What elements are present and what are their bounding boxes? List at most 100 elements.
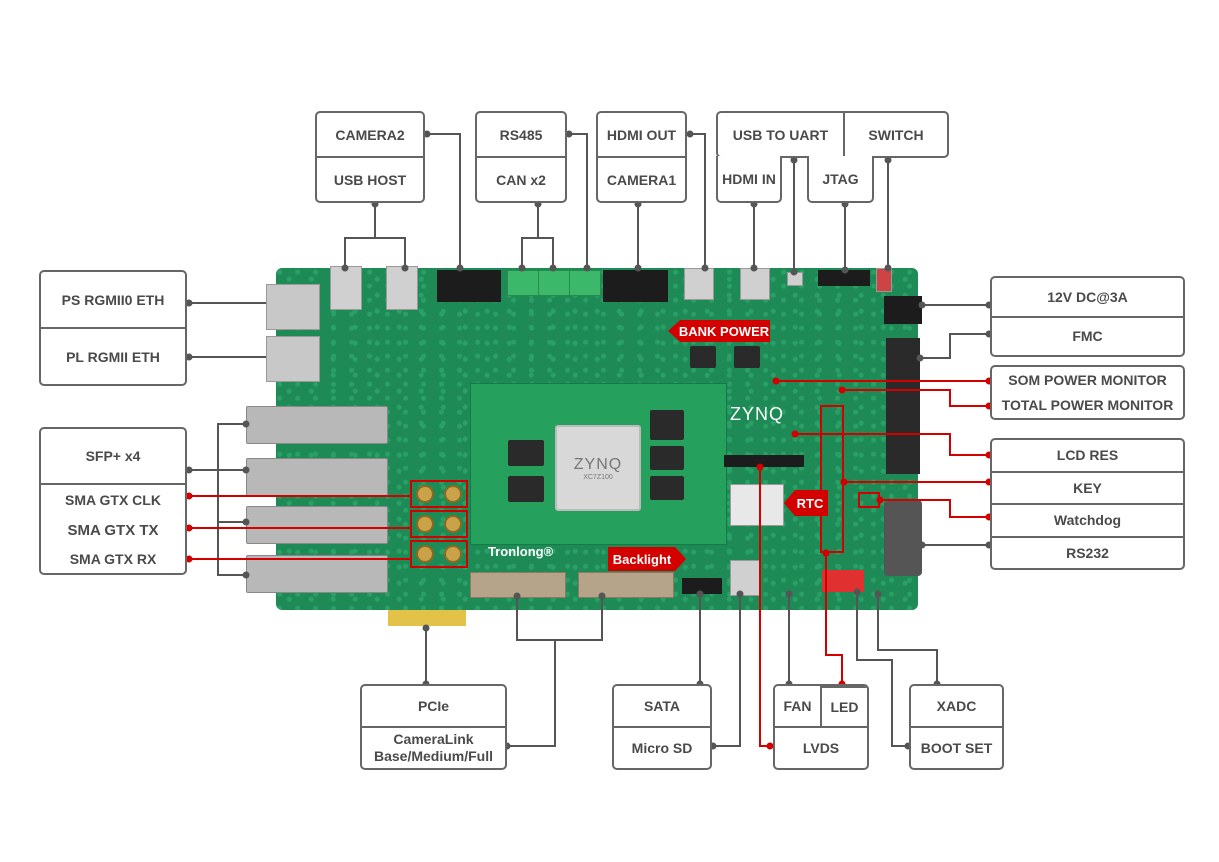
- fpga-chip: ZYNQ XC7Z100: [555, 425, 641, 511]
- usb-port-2: [386, 266, 418, 310]
- can-terminal-2: [538, 270, 570, 296]
- wire-microsd: [712, 594, 741, 747]
- label-rs485: RS485: [499, 126, 543, 143]
- sma-rx-p: [416, 545, 434, 563]
- rs232-connector: [884, 500, 922, 576]
- label-box-ethernet: PS RGMII0 ETH PL RGMII ETH: [39, 270, 187, 386]
- label-boot-set: BOOT SET: [911, 726, 1002, 768]
- wire-hdmi-out: [688, 133, 706, 268]
- wire-fmc: [920, 333, 990, 359]
- rtc-battery-holder: [730, 484, 784, 526]
- label-sma-gtx-clk: SMA GTX CLK: [41, 483, 185, 515]
- ddr-chip-1: [508, 440, 544, 466]
- sfp-cage-1: [246, 406, 388, 444]
- fpga-part: XC7Z100: [583, 473, 613, 481]
- label-rs232: RS232: [992, 535, 1183, 569]
- label-micro-sd: Micro SD: [614, 726, 710, 768]
- sata-connector: [682, 578, 722, 594]
- wire-led: [825, 553, 843, 684]
- wire-boot-set: [856, 592, 908, 747]
- label-box-camera2-usb: CAMERA2 USB HOST: [315, 111, 425, 203]
- label-key: KEY: [992, 470, 1183, 504]
- wire-can-a: [521, 202, 539, 268]
- jtag-header: [818, 270, 870, 286]
- sma-clk-highlight: [410, 480, 468, 508]
- sma-clk-p: [416, 485, 434, 503]
- label-ps-rgmii0-eth: PS RGMII0 ETH: [61, 291, 165, 308]
- label-box-jtag: JTAG: [807, 156, 874, 203]
- label-lcd-res: LCD RES: [1056, 447, 1119, 464]
- sma-tx-highlight: [410, 510, 468, 538]
- label-box-power-fmc: 12V DC@3A FMC: [990, 276, 1185, 357]
- camera1-header: [603, 270, 668, 302]
- label-usb-host: USB HOST: [317, 156, 423, 201]
- ddr-chip-2: [508, 476, 544, 502]
- label-led: LED: [822, 686, 867, 726]
- sma-clk-n: [444, 485, 462, 503]
- label-box-sata-sd: SATA Micro SD: [612, 684, 712, 770]
- ethernet-port-ps: [266, 284, 320, 330]
- wire-xadc: [877, 594, 938, 684]
- ic-chip-2: [734, 346, 760, 368]
- wire-sfp-1: [188, 423, 246, 471]
- fmc-connector: [886, 338, 920, 474]
- wire-rs485: [567, 133, 588, 268]
- label-usb-to-uart: USB TO UART: [732, 126, 829, 143]
- camera2-header: [437, 270, 501, 302]
- label-12v-dc: 12V DC@3A: [1047, 288, 1128, 305]
- sma-rx-n: [444, 545, 462, 563]
- label-cameralink: CameraLink Base/Medium/Full: [362, 726, 505, 768]
- fan-led-row: FAN LED: [775, 686, 867, 726]
- label-sma-gtx-tx: SMA GTX TX: [67, 521, 159, 539]
- ddr-chip-5: [650, 476, 684, 500]
- cameralink-connector-2: [578, 572, 674, 598]
- lvds-header: [724, 455, 804, 467]
- label-som-power-monitor: SOM POWER MONITOR: [1008, 371, 1167, 388]
- label-box-xadc-boot: XADC BOOT SET: [909, 684, 1004, 770]
- wire-total-power: [842, 389, 990, 407]
- wire-watchdog: [880, 499, 990, 518]
- label-box-uart-switch: USB TO UART SWITCH: [716, 111, 949, 158]
- sma-tx-p: [416, 515, 434, 533]
- label-sfp: SFP+ x4: [85, 448, 141, 464]
- fpga-logo: ZYNQ: [573, 455, 623, 473]
- hdmi-in-port: [740, 268, 770, 300]
- boot-dip-switch: [822, 570, 864, 592]
- label-sma-gtx-rx: SMA GTX RX: [69, 551, 157, 567]
- rtc-label: RTC: [796, 495, 824, 511]
- wire-sfp-4: [217, 470, 246, 576]
- label-sata: SATA: [643, 698, 681, 714]
- label-pl-rgmii-eth: PL RGMII ETH: [41, 327, 185, 384]
- ethernet-port-pl: [266, 336, 320, 382]
- dc-jack: [884, 296, 922, 324]
- wire-usb-host-b: [375, 237, 406, 268]
- sma-tx-n: [444, 515, 462, 533]
- wire-can-b: [538, 237, 554, 268]
- label-hdmi-in: HDMI IN: [722, 170, 776, 187]
- label-box-pcie-cameralink: PCIe CameraLink Base/Medium/Full: [360, 684, 507, 770]
- label-xadc: XADC: [936, 698, 977, 714]
- rs485-terminal: [569, 270, 601, 296]
- label-jtag: JTAG: [822, 170, 859, 187]
- ddr-chip-4: [650, 446, 684, 470]
- power-switch: [876, 268, 892, 292]
- wire-usb-host-a: [344, 202, 376, 268]
- wire-camera2: [425, 133, 461, 268]
- label-box-rs485-can: RS485 CAN x2: [475, 111, 567, 203]
- label-total-power-monitor: TOTAL POWER MONITOR: [1001, 397, 1174, 414]
- pcie-edge-connector: [388, 610, 466, 626]
- bank-power-label: BANK POWER: [678, 323, 770, 339]
- label-pcie: PCIe: [417, 698, 450, 714]
- bank-power-tag: BANK POWER: [668, 320, 770, 342]
- sfp-cage-4: [246, 555, 388, 593]
- usb-port-1: [330, 266, 362, 310]
- label-hdmi-out: HDMI OUT: [606, 126, 677, 143]
- label-watchdog: Watchdog: [992, 503, 1183, 536]
- wire-cameralink-a: [506, 596, 556, 747]
- backlight-tag: Backlight: [608, 547, 686, 571]
- label-fmc: FMC: [992, 315, 1183, 356]
- label-box-io: LCD RES KEY Watchdog RS232: [990, 438, 1185, 570]
- ic-chip-1: [690, 346, 716, 368]
- label-box-fan-led-lvds: FAN LED LVDS: [773, 684, 869, 770]
- label-camera2: CAMERA2: [335, 126, 405, 143]
